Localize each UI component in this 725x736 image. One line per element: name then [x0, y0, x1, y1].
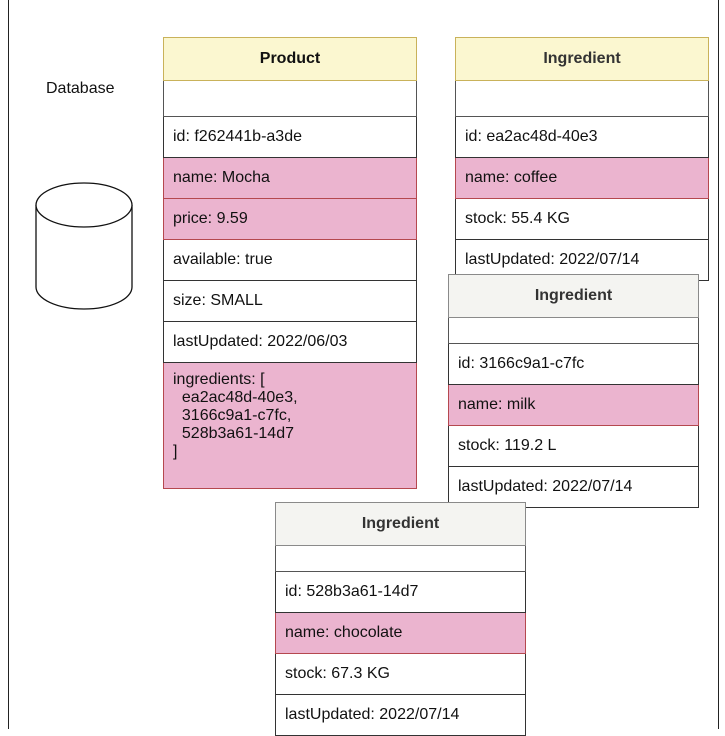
ingredient-entity-separator: [455, 81, 709, 117]
product-entity-title: Product: [163, 37, 417, 81]
ingredient-entity-coffee: Ingredient id: ea2ac48d-40e3 name: coffe…: [455, 37, 709, 281]
ingredient-field-id: id: 3166c9a1-c7fc: [448, 344, 699, 385]
product-field-last-updated: lastUpdated: 2022/06/03: [163, 322, 417, 363]
product-field-ingredients: ingredients: [ ea2ac48d-40e3, 3166c9a1-c…: [163, 363, 417, 489]
product-field-size: size: SMALL: [163, 281, 417, 322]
ingredient-entity-title: Ingredient: [448, 274, 699, 318]
ingredient-field-stock: stock: 119.2 L: [448, 426, 699, 467]
product-entity: Product id: f262441b-a3de name: Mocha pr…: [163, 37, 417, 489]
product-field-name: name: Mocha: [163, 158, 417, 199]
product-field-price: price: 9.59: [163, 199, 417, 240]
ingredient-entity-chocolate: Ingredient id: 528b3a61-14d7 name: choco…: [275, 502, 526, 736]
ingredient-entity-separator: [448, 318, 699, 344]
ingredient-field-stock: stock: 67.3 KG: [275, 654, 526, 695]
product-entity-separator: [163, 81, 417, 117]
ingredient-field-stock: stock: 55.4 KG: [455, 199, 709, 240]
ingredient-field-last-updated: lastUpdated: 2022/07/14: [275, 695, 526, 736]
database-label: Database: [46, 80, 115, 97]
ingredient-field-id: id: 528b3a61-14d7: [275, 572, 526, 613]
database-icon: [35, 182, 133, 310]
ingredient-field-name: name: milk: [448, 385, 699, 426]
ingredient-entity-milk: Ingredient id: 3166c9a1-c7fc name: milk …: [448, 274, 699, 508]
ingredient-field-name: name: coffee: [455, 158, 709, 199]
ingredient-entity-title: Ingredient: [275, 502, 526, 546]
product-field-available: available: true: [163, 240, 417, 281]
ingredient-entity-title: Ingredient: [455, 37, 709, 81]
ingredient-field-name: name: chocolate: [275, 613, 526, 654]
ingredient-field-last-updated: lastUpdated: 2022/07/14: [448, 467, 699, 508]
ingredient-field-id: id: ea2ac48d-40e3: [455, 117, 709, 158]
ingredient-entity-separator: [275, 546, 526, 572]
product-field-id: id: f262441b-a3de: [163, 117, 417, 158]
